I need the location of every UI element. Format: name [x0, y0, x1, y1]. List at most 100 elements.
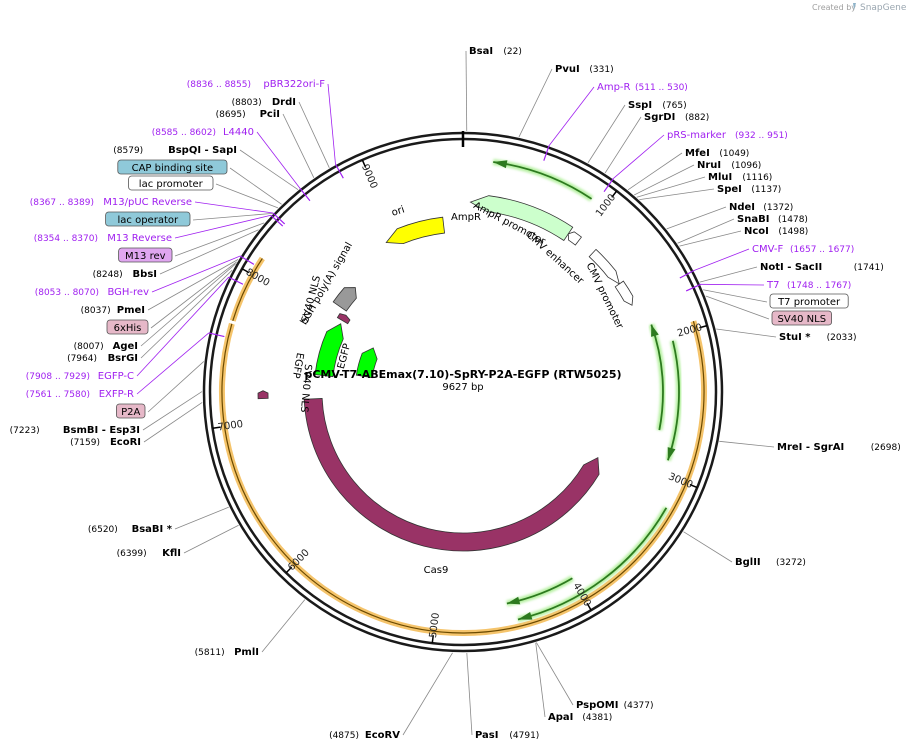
label-site: BspQI - SapI (8579) — [113, 145, 237, 156]
label-box: CAP binding site — [117, 159, 228, 175]
label-site: MluI(1116) — [708, 172, 772, 183]
label-name: PciI — [260, 109, 280, 120]
leader-line — [466, 652, 473, 736]
label-name: Amp-R — [597, 82, 631, 93]
credit-brand: SnapGene — [860, 3, 907, 13]
primer-arc-top — [492, 158, 594, 202]
leader-line — [705, 295, 770, 320]
label-pos: (7908 .. 7929) — [26, 372, 90, 382]
feature-label: bGH poly(A) signal — [299, 241, 355, 327]
label-name: MfeI — [685, 148, 710, 159]
label-pos: (4377) — [624, 701, 654, 711]
label-box — [117, 159, 228, 175]
leader-line — [699, 266, 758, 283]
leader-line — [536, 642, 574, 706]
label-pos: (8248) — [93, 270, 123, 280]
label-site: PmlI(5811) — [195, 647, 259, 658]
label-site: BsaI(22) — [469, 46, 522, 57]
label-pos: (1137) — [751, 185, 781, 195]
credit-text: Created by — [812, 3, 856, 12]
label-pos: (2698) — [871, 443, 901, 453]
label-site: AgeI(8007) — [74, 341, 138, 352]
primer-mark — [543, 145, 550, 161]
label-pos: (932 .. 951) — [735, 131, 788, 141]
feature-ori — [385, 216, 446, 245]
feature-sv40-nls-a — [336, 313, 351, 325]
leader-line — [613, 134, 665, 179]
label-site: PspOMI (4377) — [576, 700, 654, 711]
label-site: BglII (3272) — [735, 557, 806, 568]
feature-label: Cas9 — [424, 565, 449, 576]
label-box: 6xHis — [106, 319, 149, 335]
feature-sv40-nls-b — [257, 390, 269, 400]
leader-line — [298, 101, 330, 169]
leader-line — [627, 152, 683, 191]
label-name: BspQI - SapI — [168, 145, 237, 156]
label-pos: (3272) — [776, 558, 806, 568]
label-site: BsaBI *(6520) — [88, 524, 173, 535]
label-primer: pBR322ori-F(8836 .. 8855) — [187, 79, 326, 90]
label-name: SpeI — [717, 184, 742, 195]
leader-line — [604, 116, 642, 174]
leader-line — [174, 222, 265, 257]
leader-line — [150, 261, 237, 329]
label-box-text: T7 promoter — [777, 297, 841, 308]
label-name: pRS-marker — [667, 130, 727, 141]
label-name: L4440 — [223, 127, 254, 138]
feature-cas9 — [303, 398, 600, 552]
label-name: BbsI — [133, 269, 157, 280]
primer-mark — [272, 212, 286, 225]
primer-mark — [270, 214, 284, 227]
label-name: BglII — [735, 557, 761, 568]
leader-line — [683, 531, 733, 563]
label-primer: T7(1748 .. 1767) — [766, 280, 851, 291]
plasmid-length: 9627 bp — [442, 382, 483, 393]
primer-mark — [685, 283, 701, 292]
feature-cmv-enhancer — [588, 248, 620, 285]
label-box — [769, 293, 849, 309]
label-pos: (8585 .. 8602) — [152, 128, 216, 138]
primer-mark — [603, 178, 614, 193]
label-pos: (765) — [662, 101, 686, 111]
label-box-text: 6xHis — [114, 323, 142, 334]
label-primer: BGH-rev(8053 .. 8070) — [35, 287, 149, 298]
label-name: NcoI — [744, 226, 769, 237]
snapgene-logo-icon — [853, 3, 856, 10]
tick-label: 7000 — [217, 419, 244, 434]
label-name: PspOMI — [576, 700, 618, 711]
label-box: T7 promoter — [769, 293, 849, 309]
leader-line — [194, 201, 274, 214]
leader-line — [693, 248, 750, 271]
leader-line — [140, 263, 236, 347]
label-site: MreI - SgrAI(2698) — [777, 442, 901, 453]
label-primer: Amp-R (511 .. 530) — [597, 82, 688, 93]
label-pos: (882) — [685, 113, 709, 123]
label-box: P2A — [116, 403, 146, 419]
leader-line — [192, 212, 273, 221]
feature-egfp-outer — [314, 323, 344, 378]
tick-label: 1000 — [594, 192, 618, 219]
tick-mark — [611, 190, 618, 198]
label-pos: (8579) — [113, 146, 143, 156]
label-pos: (1049) — [719, 149, 749, 159]
label-pos: (8367 .. 8389) — [30, 198, 94, 208]
orf-band-line — [221, 321, 705, 634]
label-name: ApaI — [548, 712, 573, 723]
label-box — [105, 211, 191, 227]
label-name: EGFP-C — [98, 371, 134, 382]
leader-line — [147, 361, 205, 413]
leader-line — [183, 524, 239, 554]
plasmid-name: pCMV-T7-ABEmax(7.10)-SpRY-P2A-EGFP (RTW5… — [304, 368, 621, 381]
label-site: PasI(4791) — [475, 730, 539, 741]
label-name: M13/pUC Reverse — [103, 197, 192, 208]
label-pos: (8354 .. 8370) — [34, 234, 98, 244]
label-pos: (511 .. 530) — [635, 83, 688, 93]
label-pos: (7561 .. 7580) — [26, 390, 90, 400]
label-pos: (1657 .. 1677) — [790, 245, 854, 255]
tick-mark — [689, 483, 698, 489]
label-name: EcoRI — [110, 437, 141, 448]
feature-bgh-polya — [332, 287, 357, 312]
leader-line — [256, 131, 301, 189]
label-name: EcoRV — [365, 730, 400, 741]
credit: Created by SnapGene — [812, 3, 907, 13]
